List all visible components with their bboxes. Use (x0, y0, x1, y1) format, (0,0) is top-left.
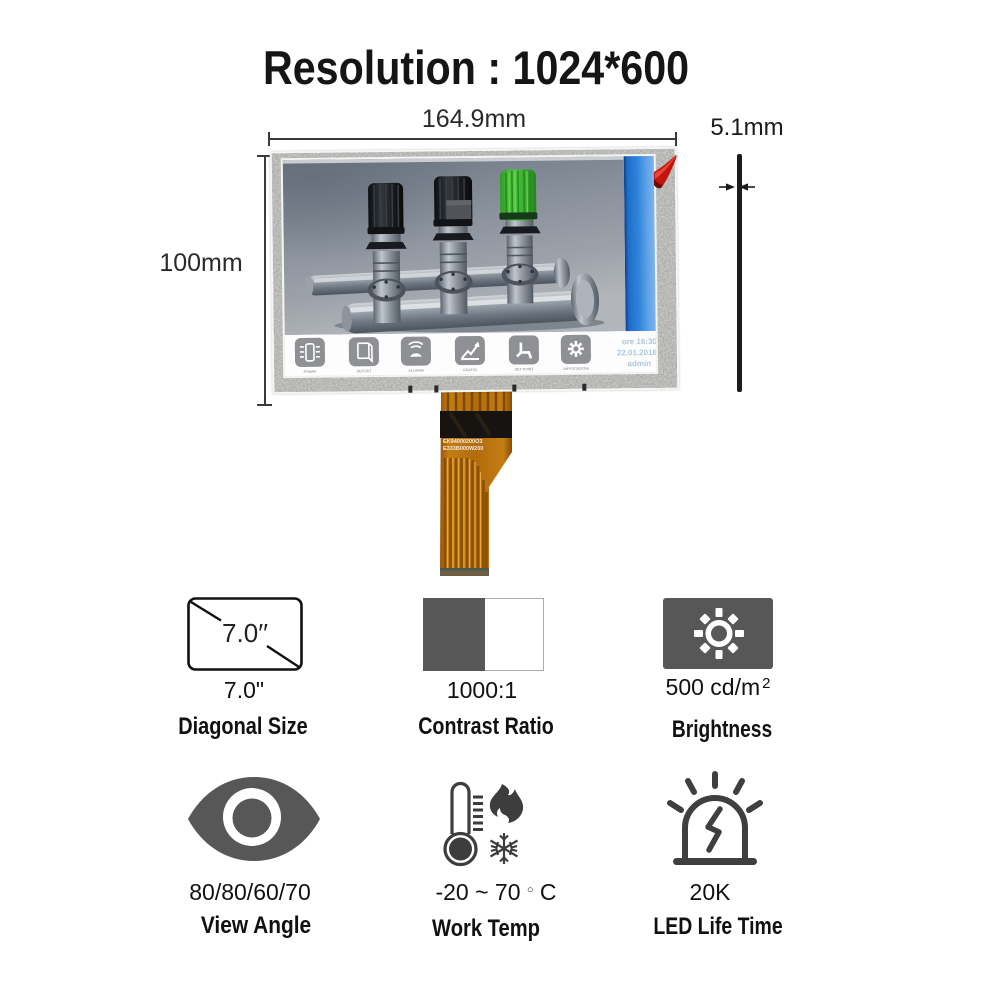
svg-text:SET POINT: SET POINT (515, 367, 535, 371)
svg-text:ore 16:30: ore 16:30 (622, 337, 657, 346)
svg-text:IMPOSTAZIONI: IMPOSTAZIONI (563, 367, 589, 371)
svg-text:7.0′′: 7.0′′ (222, 618, 268, 648)
svg-text:REPORT: REPORT (357, 369, 373, 373)
svg-text:ALLARMI: ALLARMI (408, 369, 423, 373)
svg-text:POMPE: POMPE (304, 370, 318, 374)
svg-text:E333B000W200: E333B000W200 (443, 446, 483, 452)
svg-text:admin: admin (627, 359, 651, 368)
svg-text:EK94000200O3: EK94000200O3 (443, 439, 482, 445)
svg-text:22.01.2016: 22.01.2016 (617, 348, 656, 357)
svg-text:GRAFICI: GRAFICI (463, 368, 478, 372)
